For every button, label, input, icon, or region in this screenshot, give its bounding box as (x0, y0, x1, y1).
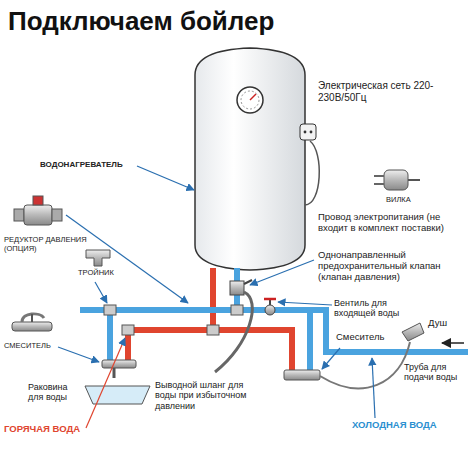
cold-pipe (80, 268, 468, 372)
tee-icon (86, 250, 110, 266)
faucet-icon (12, 314, 52, 331)
mixer-label: Смеситель (336, 332, 396, 343)
flow-arrow (442, 342, 464, 344)
pressure-reducer-icon (14, 196, 62, 225)
power-supply-label: Электрическая сеть 220-230В/50Гц (318, 80, 458, 103)
reducer-label: РЕДУКТОР ДАВЛЕНИЯ (ОПЦИЯ) (4, 236, 88, 253)
safety-valve (230, 280, 252, 295)
drain-hose-label: Выводной шланг для воды при избыточном д… (155, 380, 260, 411)
wire-label: Провод электропитания (не входит в компл… (318, 212, 468, 234)
socket-plug-icon (300, 124, 316, 140)
shower-head (402, 323, 424, 341)
shower-label: Душ (428, 318, 468, 329)
tee-label: ТРОЙНИК (78, 269, 128, 278)
sink-label: Раковина для воды (28, 382, 84, 403)
plug-label: ВИЛКА (386, 196, 436, 205)
heater-label: ВОДОНАГРЕВАТЕЛЬ (40, 160, 135, 169)
power-wire (305, 141, 319, 205)
shower-hose (320, 342, 410, 388)
plug-icon (374, 170, 420, 190)
hot-water-label: ГОРЯЧАЯ ВОДА (4, 424, 94, 435)
drain-hose (215, 292, 252, 372)
sink (85, 386, 150, 404)
boiler-tank (195, 48, 305, 270)
hot-pipe (122, 268, 292, 372)
page-title: Подключаем бойлер (8, 6, 274, 37)
inlet-valve (264, 299, 276, 315)
leader-lines (58, 166, 375, 428)
cold-water-label: ХОЛОДНАЯ ВОДА (352, 420, 462, 431)
inlet-valve-label: Вентиль для входящей воды (334, 298, 402, 319)
faucet-label: СМЕСИТЕЛЬ (4, 342, 64, 351)
pipe-tees (104, 305, 243, 335)
sink-mixer (102, 360, 136, 378)
pressure-gauge (237, 87, 263, 113)
shower-mixer (284, 370, 320, 380)
safety-valve-label: Однонаправленный предохранительный клапа… (318, 250, 468, 283)
supply-pipe-label: Труба для подачи воды (404, 362, 468, 383)
